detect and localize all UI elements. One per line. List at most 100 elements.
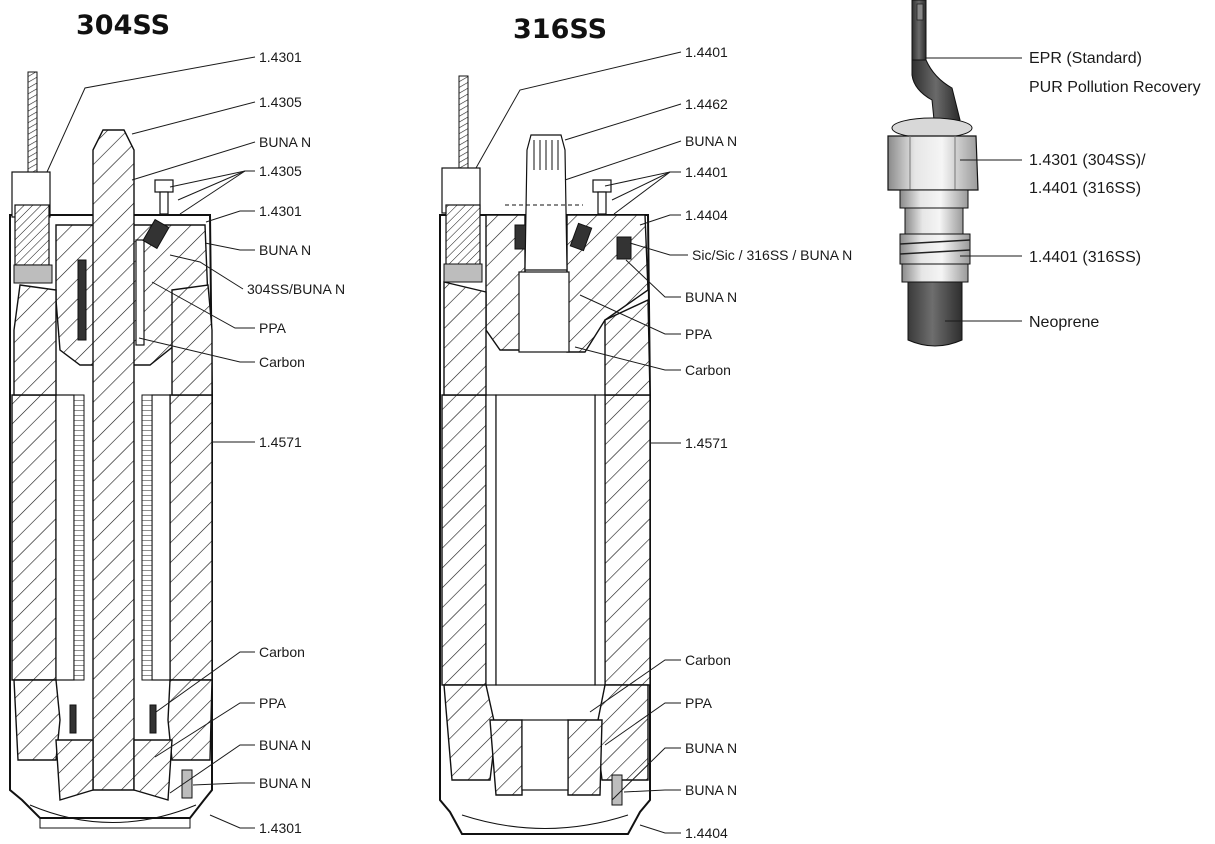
callout-316ss-2: 1.4462 <box>685 96 728 112</box>
callout-304ss-15: 1.4301 <box>259 820 302 836</box>
plug-base <box>13 264 53 284</box>
callout-gland-2: PUR Pollution Recovery <box>1029 79 1201 96</box>
callout-304ss-4: 1.4305 <box>259 163 302 179</box>
hex-nut <box>887 135 979 191</box>
callout-316ss-1: 1.4401 <box>685 44 728 60</box>
shaft-spline-316 <box>533 140 559 170</box>
upper-shoulder-right <box>171 284 213 396</box>
stator-right-316 <box>604 394 651 686</box>
callout-304ss-11: Carbon <box>259 644 305 660</box>
callout-316ss-4: 1.4401 <box>685 164 728 180</box>
winding-left <box>55 394 75 681</box>
motor-316ss-title: 316SS <box>513 14 607 45</box>
callout-316ss-5: 1.4404 <box>685 207 728 223</box>
lower-shoulder-left-316 <box>443 684 497 781</box>
callout-316ss-7: BUNA N <box>685 289 737 305</box>
callout-gland-1: EPR (Standard) <box>1029 50 1142 67</box>
diaphragm <box>29 804 197 823</box>
callout-gland-3: 1.4301 (304SS)/ <box>1029 152 1146 169</box>
winding-right-316 <box>594 394 606 686</box>
winding-right <box>151 394 171 681</box>
motor-316ss: 316SS <box>439 14 852 841</box>
bolt-head-316 <box>592 179 612 193</box>
callout-316ss-13: BUNA N <box>685 740 737 756</box>
stator-left-316 <box>441 394 487 686</box>
stator-right <box>169 394 213 681</box>
rotor-316 <box>495 394 596 686</box>
motor-304ss: 304SS <box>9 10 345 836</box>
upper-shoulder-left-316 <box>443 281 487 396</box>
bolt-stem <box>159 191 169 215</box>
callout-gland-6: Neoprene <box>1029 314 1099 331</box>
lower-bearing-left <box>55 739 94 801</box>
winding-left-316 <box>485 394 497 686</box>
lower-bearing-left-316 <box>489 719 523 796</box>
cable-plug-seal <box>14 204 50 266</box>
lower-shoulder-right <box>167 679 213 761</box>
callout-316ss-6: Sic/Sic / 316SS / BUNA N <box>692 247 852 263</box>
plug-base-316 <box>443 263 483 283</box>
motor-304ss-title: 304SS <box>76 10 170 41</box>
gland-body <box>904 207 964 235</box>
power-cable <box>27 71 38 173</box>
callout-304ss-9: Carbon <box>259 354 305 370</box>
carbon-bushing-left <box>77 259 87 341</box>
carbon-lower-left <box>69 704 77 734</box>
callout-304ss-12: PPA <box>259 695 287 711</box>
cable-plug-seal-316 <box>445 204 481 266</box>
rotor-lam-right <box>141 394 153 681</box>
motor-shaft <box>92 129 135 791</box>
lower-plug <box>181 769 193 799</box>
callout-gland-4: 1.4401 (316SS) <box>1029 180 1141 197</box>
callout-304ss-6: BUNA N <box>259 242 311 258</box>
callout-316ss-3: BUNA N <box>685 133 737 149</box>
lower-shoulder-left <box>13 679 61 761</box>
callout-304ss-8: PPA <box>259 320 287 336</box>
lower-bearing-right-316 <box>567 719 603 796</box>
thread-line-2 <box>899 249 971 255</box>
gland-lower-ring <box>901 263 969 283</box>
callout-gland-5: 1.4401 (316SS) <box>1029 249 1141 266</box>
callout-316ss-11: Carbon <box>685 652 731 668</box>
cable-gland: EPR (Standard) PUR Pollution Recovery 1.… <box>887 0 1201 347</box>
diaphragm-316 <box>461 814 629 829</box>
callout-316ss-8: PPA <box>685 326 713 342</box>
rotor-lam-left <box>73 394 85 681</box>
cable-core <box>916 3 924 21</box>
thread-line-1 <box>899 239 971 245</box>
lower-bearing-right <box>133 739 173 801</box>
bearing-sleeve-316 <box>518 271 570 353</box>
buna-seal-316 <box>616 236 632 260</box>
callout-304ss-7: 304SS/BUNA N <box>247 281 345 297</box>
callout-316ss-14: BUNA N <box>685 782 737 798</box>
callout-lines-304ss <box>46 56 256 829</box>
callout-304ss-14: BUNA N <box>259 775 311 791</box>
callout-316ss-12: PPA <box>685 695 713 711</box>
bottom-cover <box>39 818 191 829</box>
gland-top-ring <box>891 117 973 139</box>
callout-304ss-10: 1.4571 <box>259 434 302 450</box>
callout-304ss-2: 1.4305 <box>259 94 302 110</box>
neoprene-boot <box>907 281 963 347</box>
carbon-lower-right <box>149 704 157 734</box>
power-cable-316 <box>458 75 469 171</box>
callout-316ss-9: Carbon <box>685 362 731 378</box>
mechanical-seal <box>142 218 170 250</box>
shaft-top-316 <box>524 134 568 271</box>
upper-shoulder-left <box>13 284 57 396</box>
callout-lines-gland <box>925 57 1022 322</box>
stator-left <box>11 394 57 681</box>
callout-304ss-3: BUNA N <box>259 134 311 150</box>
bolt-head <box>154 179 174 193</box>
seal-ring-right-316 <box>569 222 593 252</box>
upper-shoulder-right-316 <box>604 298 651 396</box>
callout-316ss-10: 1.4571 <box>685 435 728 451</box>
carbon-bushing-right <box>135 239 145 346</box>
lower-plug-316 <box>611 774 623 806</box>
callout-304ss-13: BUNA N <box>259 737 311 753</box>
gland-thread <box>899 233 971 265</box>
bolt-stem-316 <box>597 191 607 215</box>
lower-shaft-316 <box>521 719 569 791</box>
callout-lines-316ss <box>475 51 688 834</box>
